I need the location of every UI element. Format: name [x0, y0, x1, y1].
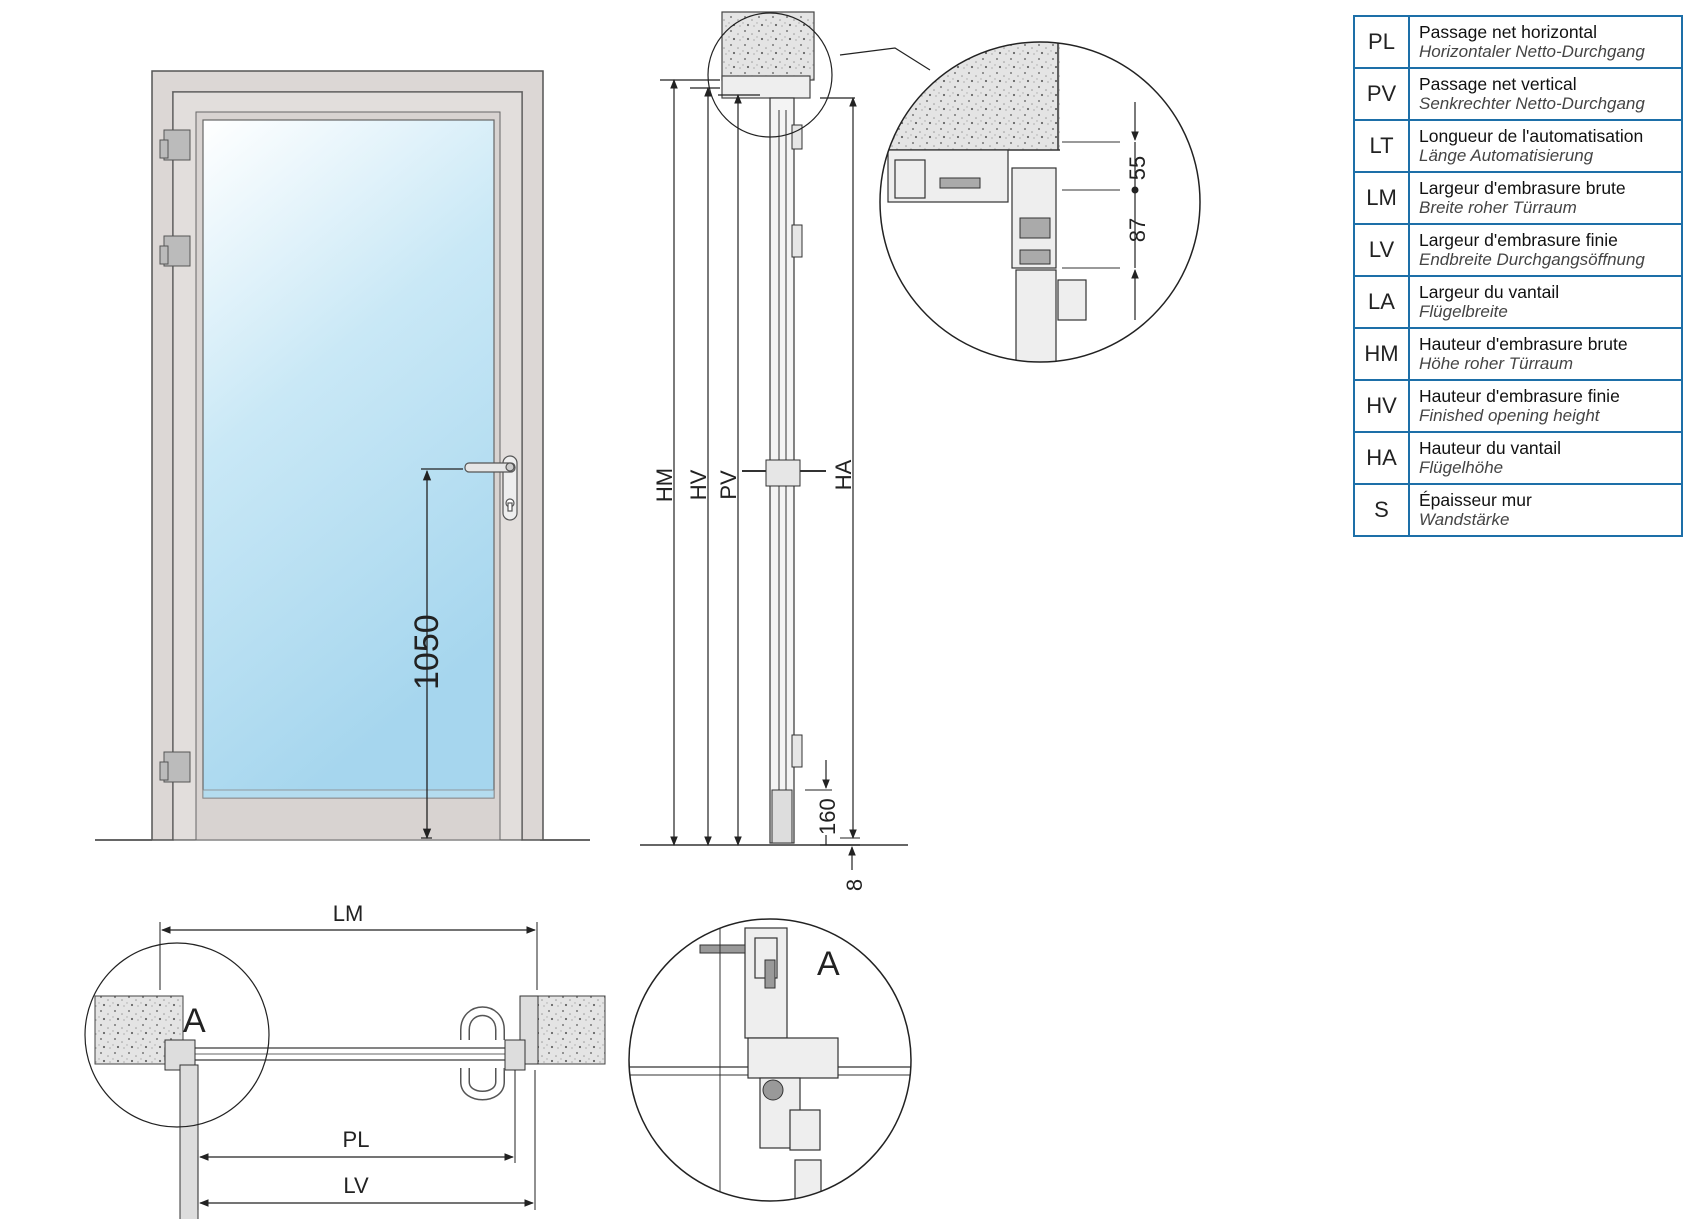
legend-abbr: LA	[1355, 277, 1410, 327]
dim-87-label: 87	[1125, 218, 1150, 242]
dim-LM-label: LM	[333, 901, 364, 926]
dim-HA-label: HA	[831, 459, 856, 490]
legend-fr-text: Hauteur du vantail	[1419, 438, 1562, 458]
legend-fr-text: Longueur de l'automatisation	[1419, 126, 1644, 146]
top-detail-zoom: 55 87	[879, 41, 1201, 363]
legend-abbr: PL	[1355, 17, 1410, 67]
legend-de-text: Höhe roher Türraum	[1419, 354, 1574, 373]
legend-fr-text: Hauteur d'embrasure finie	[1419, 386, 1620, 406]
legend-de-text: Endbreite Durchgangsöffnung	[1419, 250, 1645, 269]
legend-abbr: PV	[1355, 69, 1410, 119]
glass-panel	[202, 119, 495, 799]
legend-de-text: Länge Automatisierung	[1419, 146, 1594, 165]
legend-de-text: Flügelbreite	[1419, 302, 1508, 321]
legend-abbr: HV	[1355, 381, 1410, 431]
dim-HV-label: HV	[686, 469, 711, 500]
detail-A-zoom-label: A	[817, 945, 840, 983]
legend-de-text: Flügelhöhe	[1419, 458, 1504, 477]
hinge-icon	[159, 129, 191, 783]
dim-PV-label: PV	[716, 470, 741, 500]
legend-fr-text: Largeur du vantail	[1419, 282, 1560, 302]
legend-abbr: LT	[1355, 121, 1410, 171]
legend-de-text: Horizontaler Netto-Durchgang	[1419, 42, 1645, 61]
side-section-view: HM HV PV HA 160 8	[640, 11, 931, 891]
dim-160-label: 160	[815, 798, 840, 835]
dim-HM-label: HM	[652, 468, 677, 502]
door-front-view: 1050	[95, 70, 590, 841]
dim-1050-label: 1050	[408, 614, 446, 690]
legend-abbr: LV	[1355, 225, 1410, 275]
legend-de-text: Finished opening height	[1419, 406, 1600, 425]
legend-fr-text: Largeur d'embrasure brute	[1419, 178, 1626, 198]
legend-abbr: HA	[1355, 433, 1410, 483]
dim-PL-label: PL	[343, 1127, 370, 1152]
legend-fr-text: Épaisseur mur	[1419, 490, 1532, 510]
legend-fr-text: Passage net vertical	[1419, 74, 1577, 94]
dim-8-label: 8	[842, 879, 867, 891]
legend-de-text: Senkrechter Netto-Durchgang	[1419, 94, 1645, 113]
legend-de-text: Breite roher Türraum	[1419, 198, 1577, 217]
detail-A-zoom: A	[628, 918, 912, 1202]
detail-A-plan-label: A	[183, 1002, 206, 1040]
dim-55-label: 55	[1125, 156, 1150, 180]
dim-LV-label: LV	[343, 1173, 369, 1198]
door-handle-icon	[464, 455, 518, 521]
legend-abbr: S	[1355, 485, 1410, 535]
legend-de-text: Wandstärke	[1419, 510, 1510, 529]
legend-fr-text: Hauteur d'embrasure brute	[1419, 334, 1628, 354]
legend-fr-text: Passage net horizontal	[1419, 22, 1598, 42]
legend-abbr: LM	[1355, 173, 1410, 223]
legend-abbr: HM	[1355, 329, 1410, 379]
plan-view: A LM PL LV	[84, 901, 606, 1219]
legend-fr-text: Largeur d'embrasure finie	[1419, 230, 1618, 250]
